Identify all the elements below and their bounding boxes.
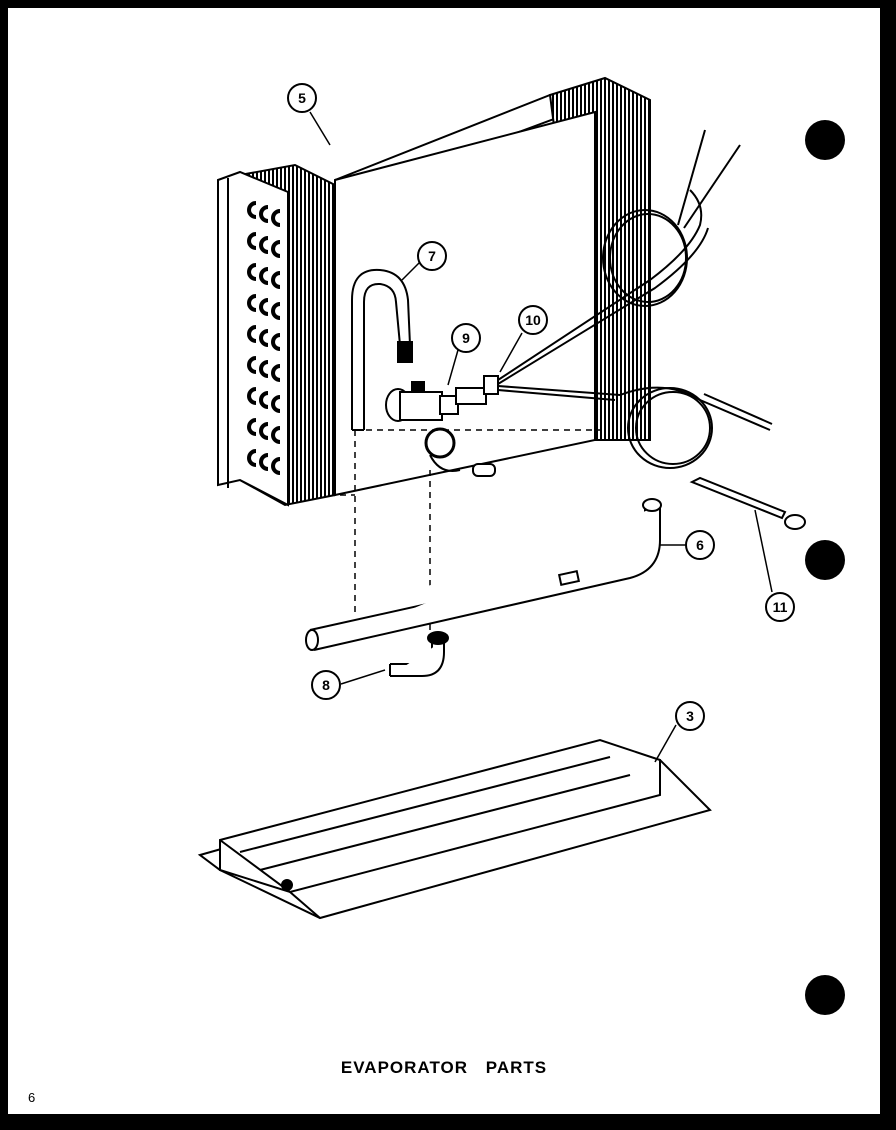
drain-hose: [351, 268, 413, 431]
thermostat-control: [385, 375, 499, 477]
return-bend: [247, 325, 257, 343]
svg-text:5: 5: [298, 90, 306, 106]
return-bend: [259, 236, 269, 254]
return-bend: [271, 271, 281, 289]
return-bend: [271, 457, 281, 475]
return-bend: [271, 364, 281, 382]
return-bend: [247, 201, 257, 219]
mounting-pin: [689, 476, 806, 530]
svg-text:3: 3: [686, 708, 694, 724]
hidden-lines: [340, 429, 600, 640]
return-bend: [259, 453, 269, 471]
callout-11: 11: [765, 592, 795, 622]
drain-pan: [197, 738, 712, 920]
return-bend: [259, 360, 269, 378]
svg-text:10: 10: [525, 312, 541, 328]
return-bend: [271, 395, 281, 413]
drain-elbow: [389, 631, 449, 677]
evaporator-coil: [217, 76, 651, 507]
svg-text:7: 7: [428, 248, 436, 264]
return-bend: [271, 209, 281, 227]
callout-8: 8: [311, 670, 341, 700]
return-bend: [259, 391, 269, 409]
callout-6: 6: [685, 530, 715, 560]
callout-7: 7: [417, 241, 447, 271]
exploded-view-drawing: 5 7 9 10 6 11 8 3: [197, 76, 806, 920]
callout-3: 3: [675, 701, 705, 731]
return-bend: [259, 267, 269, 285]
return-bend: [271, 240, 281, 258]
drain-tube: [305, 498, 662, 651]
parts-diagram-sheet: 5 7 9 10 6 11 8 3 EVAPORATOR: [8, 8, 880, 1114]
callout-9: 9: [451, 323, 481, 353]
return-bend: [271, 302, 281, 320]
capillary-tubes: [497, 129, 773, 469]
punch-hole-top: [805, 120, 845, 160]
return-bend: [247, 387, 257, 405]
punch-hole-bottom: [805, 975, 845, 1015]
callout-5: 5: [287, 83, 317, 113]
return-bend: [247, 232, 257, 250]
return-bend: [271, 333, 281, 351]
svg-text:6: 6: [696, 537, 704, 553]
svg-text:8: 8: [322, 677, 330, 693]
return-bend: [247, 294, 257, 312]
leader-lines: [309, 111, 773, 763]
return-bend: [247, 418, 257, 436]
svg-text:9: 9: [462, 330, 470, 346]
return-bend: [247, 356, 257, 374]
punch-hole-middle: [805, 540, 845, 580]
coil-return-bends: [247, 201, 281, 475]
page-number: 6: [28, 1090, 36, 1105]
return-bend: [259, 329, 269, 347]
svg-text:11: 11: [773, 599, 788, 615]
return-bend: [259, 205, 269, 223]
return-bend: [259, 298, 269, 316]
return-bend: [259, 422, 269, 440]
return-bend: [271, 426, 281, 444]
return-bend: [247, 449, 257, 467]
diagram-caption: EVAPORATOR PARTS: [340, 1058, 548, 1077]
callout-10: 10: [518, 305, 548, 335]
return-bend: [247, 263, 257, 281]
